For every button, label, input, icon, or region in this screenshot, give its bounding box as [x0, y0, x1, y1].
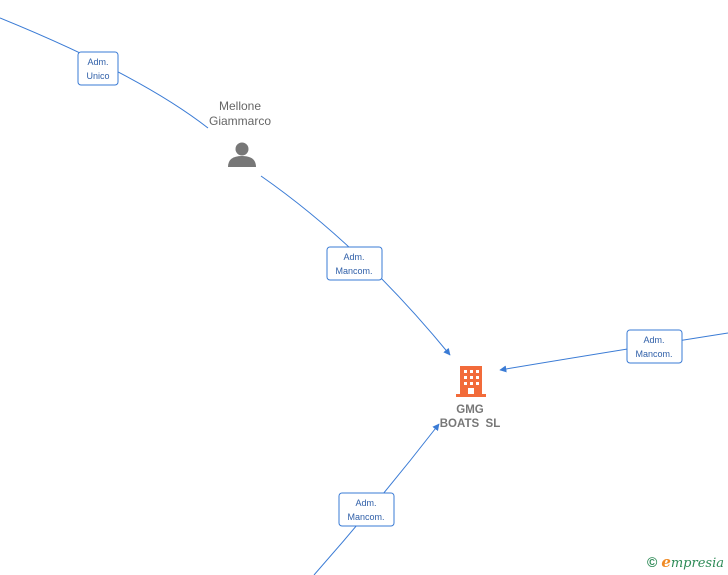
edge-label-line1: Adm.	[87, 57, 108, 67]
brand-logo: empresia	[661, 553, 724, 571]
edge-bottom-to-company[interactable]: Adm. Mancom.	[313, 423, 440, 575]
edge-label-line2: Mancom.	[335, 266, 372, 276]
edge-label-line2: Mancom.	[347, 512, 384, 522]
brand-initial: e	[661, 553, 671, 571]
edge-label-line1: Adm.	[355, 498, 376, 508]
edge-label-box	[338, 492, 395, 527]
edge-label-box	[77, 51, 119, 86]
edge-label-line1: Adm.	[643, 335, 664, 345]
company-name-line2: BOATS SL	[439, 418, 501, 430]
edge-label-box	[626, 329, 683, 364]
brand-footer: © empresia	[647, 553, 724, 571]
person-icon[interactable]	[228, 142, 256, 168]
company-name-line1: GMG	[456, 404, 484, 416]
copyright-symbol: ©	[646, 554, 658, 570]
person-name-label[interactable]: Mellone Giammarco	[190, 99, 290, 129]
edge-label-line2: Unico	[86, 71, 109, 81]
edge-label-line2: Mancom.	[635, 349, 672, 359]
brand-rest: mpresia	[670, 556, 724, 571]
company-name-label[interactable]: GMG BOATS SL	[420, 403, 520, 431]
edge-right-to-company[interactable]: Adm. Mancom.	[499, 329, 728, 373]
edge-label-box	[326, 246, 383, 281]
edge-label-line1: Adm.	[343, 252, 364, 262]
edge-adm-unico[interactable]: Adm. Unico	[0, 17, 209, 129]
person-name-line2: Giammarco	[208, 114, 271, 128]
edge-person-to-company[interactable]: Adm. Mancom.	[260, 175, 451, 356]
person-name-line1: Mellone	[218, 99, 262, 113]
building-icon[interactable]	[456, 366, 486, 397]
